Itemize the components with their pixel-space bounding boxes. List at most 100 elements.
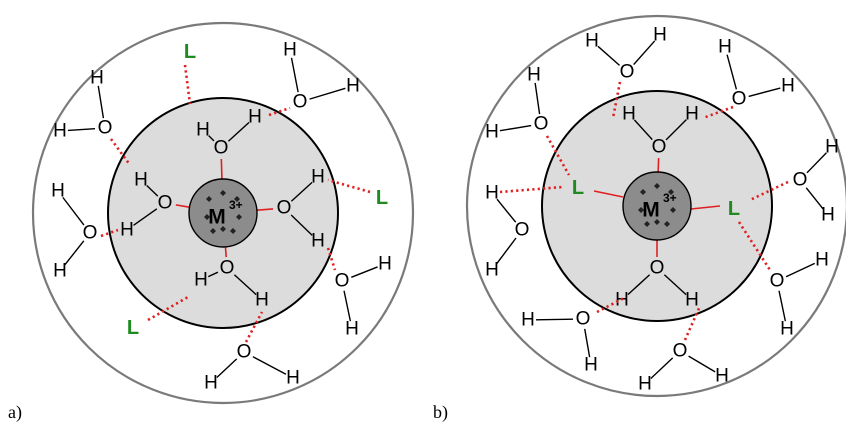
metal-ion: M3+ [188, 178, 258, 248]
oh-covalent-bond [496, 237, 517, 265]
hydrogen-atom: H [527, 65, 541, 86]
charge-marker [234, 196, 240, 202]
oh-covalent-bond [650, 357, 674, 380]
coordination-bond [220, 158, 223, 180]
hydrogen-atom: H [345, 319, 359, 340]
oh-covalent-bond [584, 328, 591, 358]
hydrogen-atom: H [653, 25, 667, 46]
hydrogen-bond [749, 180, 789, 202]
panel-label: b) [433, 402, 448, 423]
oh-covalent-bond [535, 318, 574, 321]
oxygen-atom: O [277, 198, 292, 219]
hydrogen-atom: H [378, 254, 392, 275]
oh-covalent-bond [496, 198, 517, 223]
oh-covalent-bond [663, 274, 687, 296]
inner-water-2: OHH [120, 170, 172, 241]
metal-ion: M3+ [622, 171, 692, 241]
hydrogen-atom: H [584, 355, 598, 376]
oxygen-atom: O [732, 89, 747, 110]
hydrogen-atom: H [255, 290, 269, 311]
outer-water-3: OHH [51, 181, 97, 282]
hydrogen-atom: H [194, 270, 208, 291]
outer-water-7: OHH [521, 309, 598, 376]
charge-marker [668, 189, 674, 195]
hydrogen-atom: H [283, 40, 297, 61]
oh-covalent-bond [290, 181, 313, 202]
oh-covalent-bond [351, 266, 378, 278]
hydrogen-atom: H [346, 76, 360, 97]
oxygen-atom: O [83, 223, 98, 244]
outer-water-6: OHH [770, 250, 829, 340]
outer-water-4: OHH [335, 254, 392, 340]
hydrogen-atom: H [311, 231, 325, 252]
hydrogen-bond [545, 135, 571, 176]
ligand-label: L [376, 187, 388, 209]
outer-water-3: OHH [485, 65, 548, 143]
hydrogen-bond [326, 247, 337, 271]
oh-covalent-bond [64, 240, 85, 266]
oh-covalent-bond [499, 124, 532, 132]
hydrogen-atom: H [51, 181, 65, 202]
charge-marker [654, 183, 660, 189]
oxygen-atom: O [293, 92, 308, 113]
coordination-bond [256, 208, 274, 212]
hydrogen-atom: H [685, 290, 699, 311]
charge-marker [230, 228, 236, 234]
oh-covalent-bond [633, 119, 653, 141]
hydrogen-atom: H [685, 104, 699, 125]
oh-covalent-bond [343, 290, 352, 322]
charge-marker [210, 228, 216, 234]
oh-covalent-bond [806, 152, 827, 174]
hydrogen-atom: H [311, 167, 325, 188]
hydrogen-atom: H [821, 205, 835, 226]
oxygen-atom: O [650, 258, 665, 279]
hydrogen-atom: H [622, 104, 636, 125]
hydrogen-atom: H [485, 260, 499, 281]
oh-covalent-bond [290, 57, 299, 93]
outer-water-2: OHH [718, 37, 795, 110]
charge-marker [670, 207, 676, 213]
hydrogen-bond [147, 295, 189, 322]
oh-covalent-bond [208, 135, 215, 142]
inner-water-4: OHH [194, 258, 269, 311]
ligand-label: L [572, 177, 584, 199]
oh-covalent-bond [534, 82, 541, 115]
oxygen-atom: O [620, 62, 635, 83]
metal-ion-sphere [188, 178, 258, 248]
charge-marker [644, 221, 650, 227]
coordination-bond [593, 190, 624, 198]
metal-charge: 3+ [229, 198, 243, 212]
hydrogen-bond [244, 311, 264, 343]
hydrogen-atom: H [485, 183, 499, 204]
charge-marker [236, 214, 242, 220]
hydrogen-bond [611, 81, 622, 119]
ligand-label: L [184, 41, 196, 63]
ligand-label: L [127, 317, 139, 339]
hydrogen-atom: H [90, 68, 104, 89]
charge-marker [220, 190, 226, 196]
metal-charge: 3+ [663, 191, 677, 205]
hydrogen-bond [596, 295, 627, 314]
oh-covalent-bond [146, 185, 159, 197]
charge-marker [654, 219, 660, 225]
oxygen-atom: O [534, 114, 549, 135]
oh-covalent-bond [726, 54, 738, 90]
oxygen-atom: O [793, 170, 808, 191]
hydrogen-atom: H [53, 121, 67, 142]
oxygen-atom: O [576, 309, 591, 330]
oxygen-atom: O [673, 341, 688, 362]
metal-ion-sphere [622, 171, 692, 241]
panel-label: a) [8, 402, 22, 423]
charge-marker [638, 207, 644, 213]
oh-covalent-bond [633, 40, 656, 66]
oh-covalent-bond [748, 87, 781, 98]
hydrogen-atom: H [780, 319, 794, 340]
oh-covalent-bond [67, 127, 96, 132]
charge-marker [204, 214, 210, 220]
hydrogen-bond [268, 106, 291, 117]
oh-covalent-bond [227, 121, 250, 142]
